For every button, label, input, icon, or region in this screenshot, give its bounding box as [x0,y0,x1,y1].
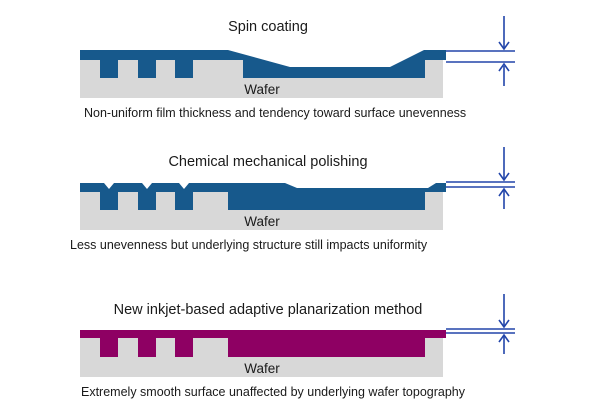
thickness-variation-indicator [446,147,515,209]
panel-caption: Less unevenness but underlying structure… [70,238,428,252]
panel-spin-coating: Spin coating Wafer Non-uniform film thic… [80,16,515,120]
panel-title: New inkjet-based adaptive planarization … [114,302,423,318]
panel-caption: Non-uniform film thickness and tendency … [84,106,466,120]
film-layer-flat [80,330,446,357]
panel-cmp: Chemical mechanical polishing Wafer Less… [70,147,515,252]
thickness-variation-indicator [446,294,515,354]
up-arrow-icon [498,333,510,354]
down-arrow-icon [498,294,510,329]
wafer-cross-section [80,192,443,230]
panel-inkjet-planarization: New inkjet-based adaptive planarization … [80,294,515,399]
wafer-label: Wafer [244,82,280,97]
wafer-label: Wafer [244,214,280,229]
down-arrow-icon [498,16,510,51]
wafer-cross-section [80,60,443,98]
up-arrow-icon [498,62,510,86]
thickness-variation-indicator [446,16,515,86]
down-arrow-icon [498,147,510,182]
panel-title: Spin coating [228,19,308,35]
panel-title: Chemical mechanical polishing [168,154,367,170]
film-layer-uneven [80,50,446,78]
up-arrow-icon [498,187,510,209]
panel-caption: Extremely smooth surface unaffected by u… [81,385,466,399]
film-layer-polished [80,183,446,210]
wafer-cross-section [80,338,443,377]
wafer-label: Wafer [244,361,280,376]
